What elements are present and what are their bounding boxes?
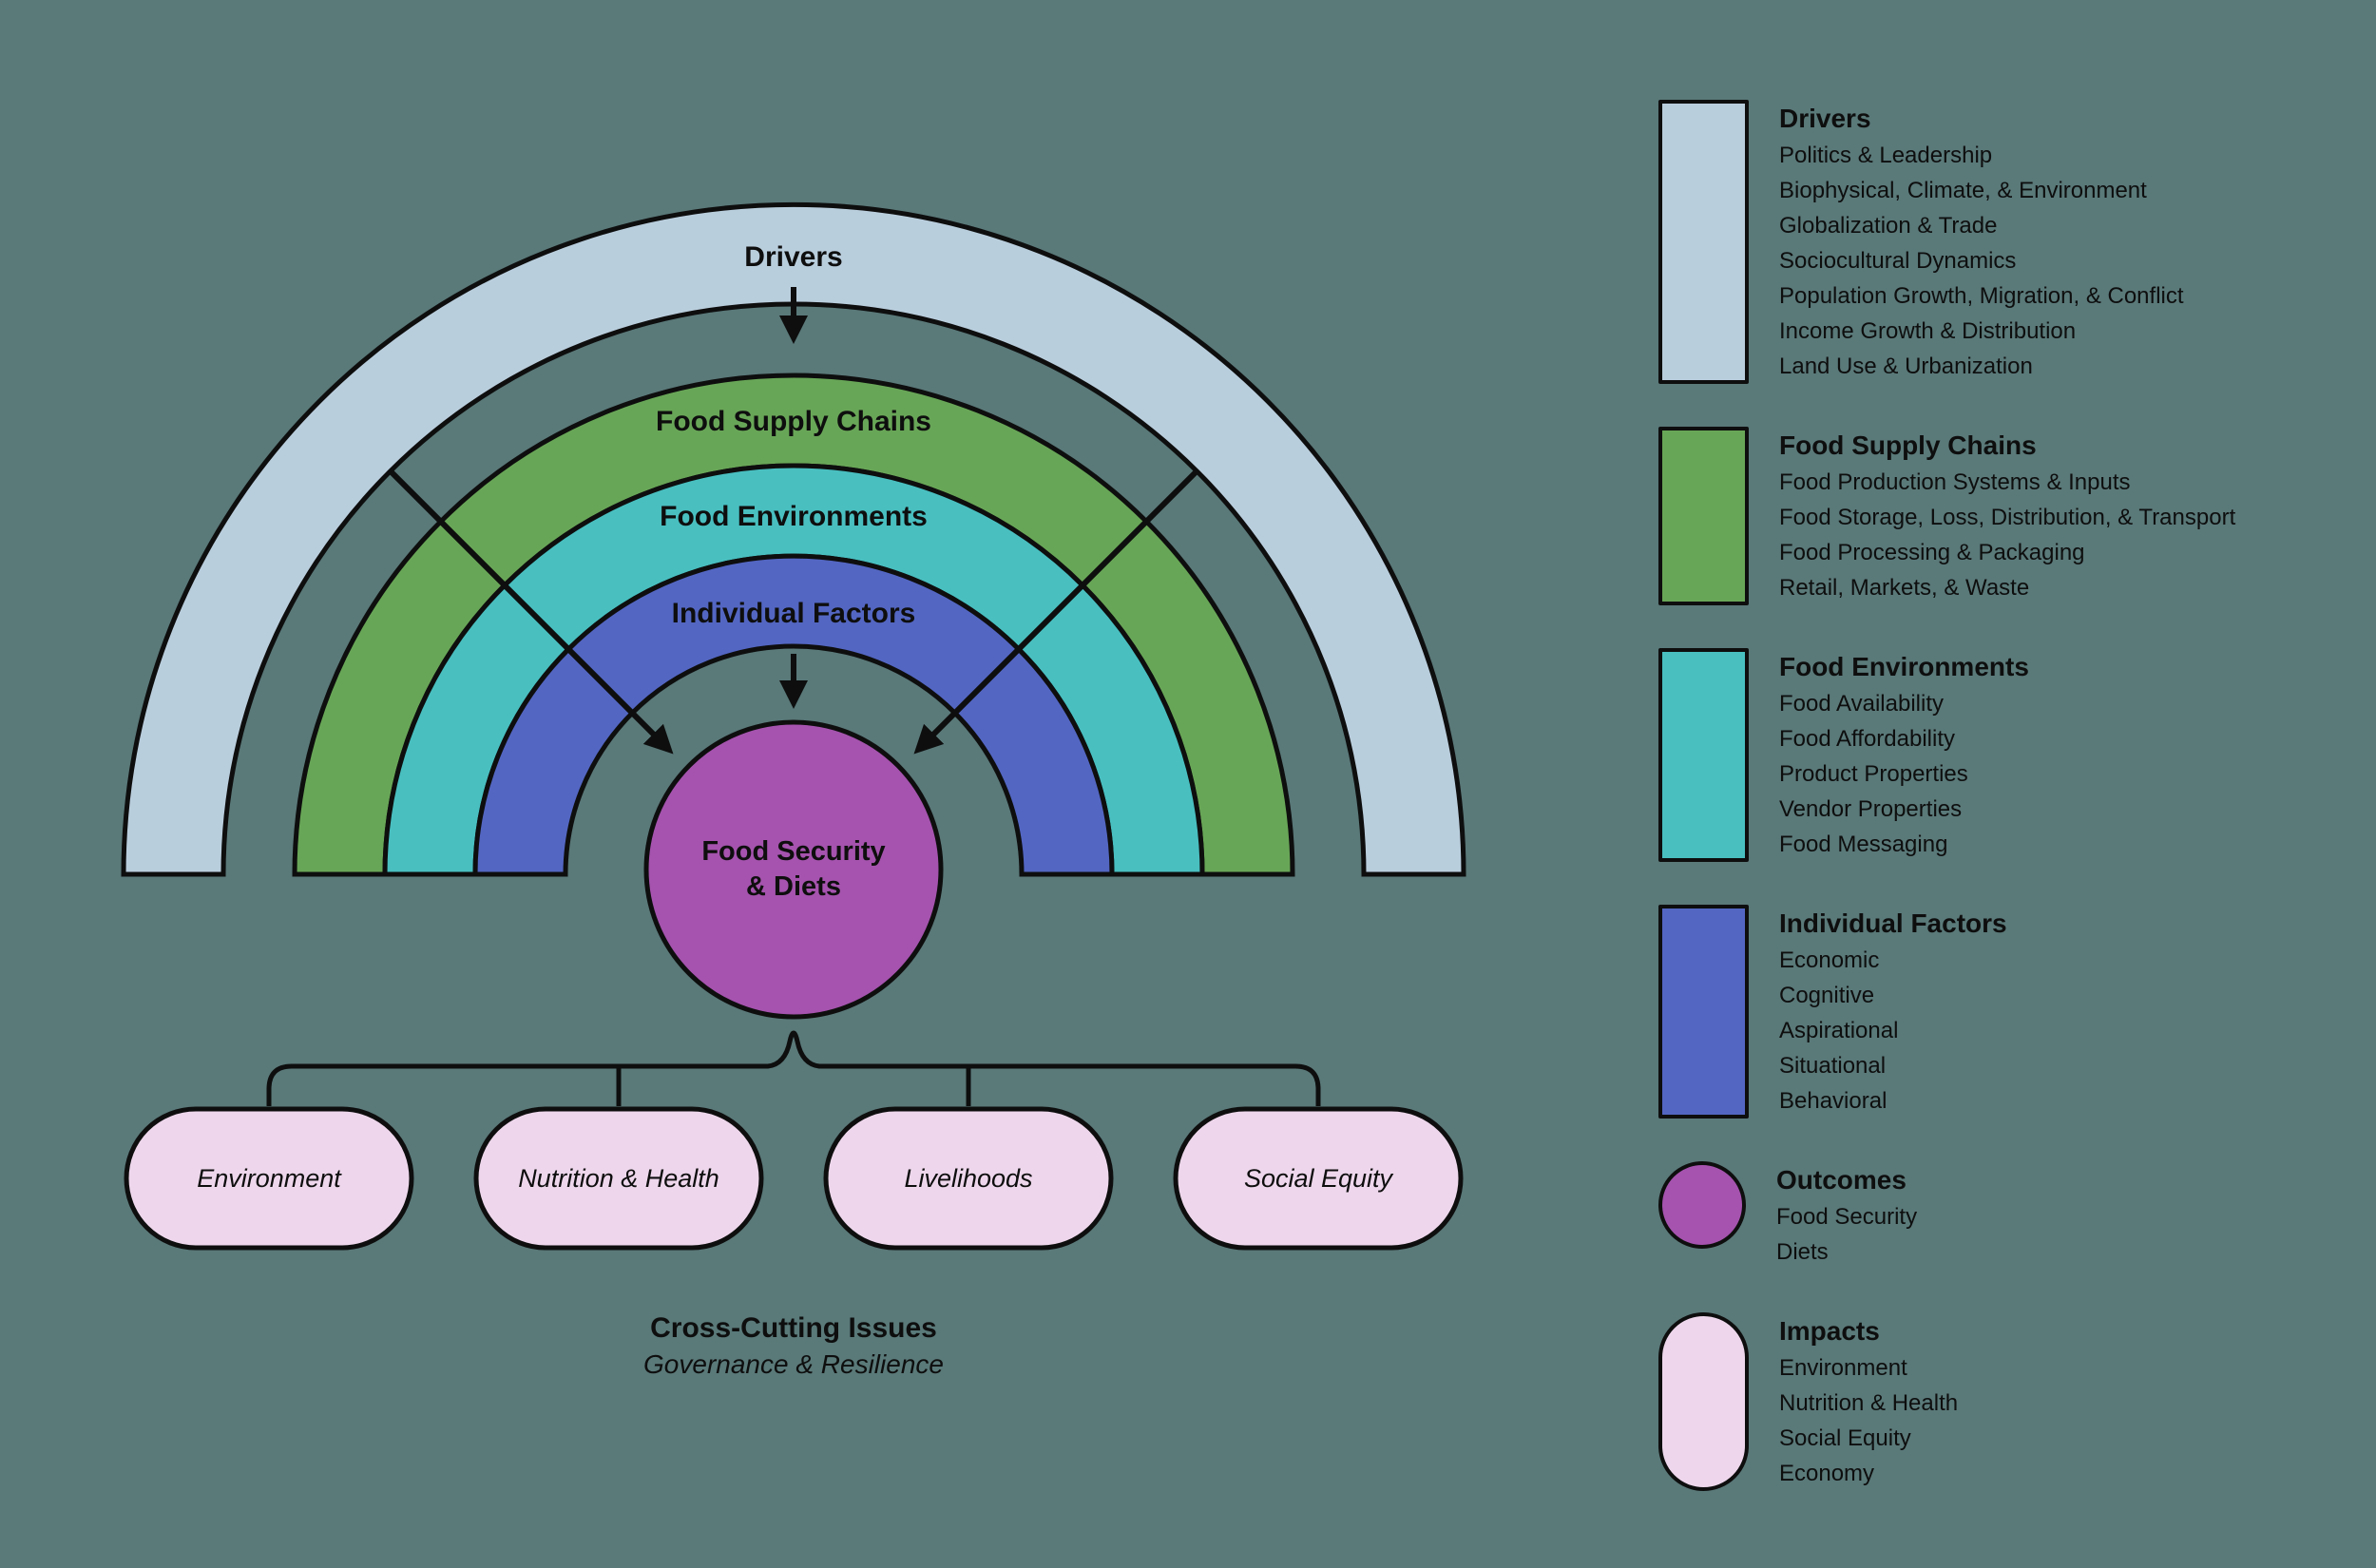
legend-item: Politics & Leadership <box>1779 143 1993 168</box>
legend-item: Income Growth & Distribution <box>1779 318 2077 344</box>
legend-item: Food Processing & Packaging <box>1779 540 2085 565</box>
drivers-legend-text: Drivers Politics & Leadership Biophysica… <box>1779 100 2184 384</box>
legend: Drivers Politics & Leadership Biophysica… <box>1658 100 2343 1491</box>
food-environments-legend-text: Food Environments Food Availability Food… <box>1779 648 2029 862</box>
impacts-connector <box>266 1030 1321 1106</box>
impact-pill-livelihoods-label: Livelihoods <box>904 1164 1032 1193</box>
legend-item: Diets <box>1776 1239 1829 1265</box>
food-security-diets-label-line2: & Diets <box>746 871 841 902</box>
food-security-diets-circle <box>643 719 944 1020</box>
governance-resilience-subtitle: Governance & Resilience <box>643 1349 944 1379</box>
legend-item: Product Properties <box>1779 761 1968 787</box>
legend-item: Economic <box>1779 947 1880 973</box>
food-security-diets-label-line1: Food Security <box>701 836 885 867</box>
legend-item: Food Storage, Loss, Distribution, & Tran… <box>1779 505 2236 530</box>
impact-pill-nutrition-health-label: Nutrition & Health <box>518 1164 719 1193</box>
legend-section-food-supply-chains: Food Supply Chains Food Production Syste… <box>1658 427 2343 605</box>
outcomes-legend-text: Outcomes Food Security Diets <box>1776 1161 1917 1270</box>
outcomes-swatch <box>1658 1161 1746 1249</box>
legend-title: Drivers <box>1779 104 1871 133</box>
individual-factors-arc <box>472 553 1115 877</box>
cross-cutting-issues-title: Cross-Cutting Issues <box>650 1312 937 1344</box>
food-supply-chains-legend-text: Food Supply Chains Food Production Syste… <box>1779 427 2235 605</box>
impact-pill-social-equity-label: Social Equity <box>1244 1164 1394 1193</box>
legend-title: Outcomes <box>1776 1165 1907 1195</box>
legend-section-individual-factors: Individual Factors Economic Cognitive As… <box>1658 905 2343 1119</box>
individual-factors-legend-text: Individual Factors Economic Cognitive As… <box>1779 905 2007 1119</box>
legend-section-drivers: Drivers Politics & Leadership Biophysica… <box>1658 100 2343 384</box>
food-supply-chains-swatch <box>1658 427 1749 605</box>
legend-item: Cognitive <box>1779 983 1875 1008</box>
legend-item: Land Use & Urbanization <box>1779 354 2033 379</box>
legend-item: Globalization & Trade <box>1779 213 1998 239</box>
legend-title: Food Supply Chains <box>1779 430 2037 460</box>
legend-item: Economy <box>1779 1461 1875 1486</box>
legend-title: Individual Factors <box>1779 908 2007 938</box>
legend-item: Nutrition & Health <box>1779 1390 1959 1416</box>
legend-title: Impacts <box>1779 1316 1880 1346</box>
legend-item: Aspirational <box>1779 1018 1899 1043</box>
food-supply-chains-label: Food Supply Chains <box>656 406 931 437</box>
legend-section-outcomes: Outcomes Food Security Diets <box>1658 1161 2343 1270</box>
legend-title: Food Environments <box>1779 652 2029 681</box>
impact-pill-environment <box>124 1106 414 1251</box>
legend-item: Food Production Systems & Inputs <box>1779 469 2131 495</box>
impact-pill-nutrition-health <box>473 1106 764 1251</box>
food-environments-swatch <box>1658 648 1749 862</box>
impact-pill-social-equity <box>1173 1106 1464 1251</box>
individual-factors-label: Individual Factors <box>672 598 916 629</box>
legend-item: Behavioral <box>1779 1088 1887 1114</box>
legend-item: Environment <box>1779 1355 1907 1381</box>
legend-item: Food Availability <box>1779 691 1944 717</box>
legend-item: Biophysical, Climate, & Environment <box>1779 178 2147 203</box>
legend-item: Food Messaging <box>1779 832 1948 857</box>
impacts-swatch <box>1658 1312 1749 1491</box>
legend-item: Food Affordability <box>1779 726 1956 752</box>
legend-item: Social Equity <box>1779 1425 1911 1451</box>
legend-item: Retail, Markets, & Waste <box>1779 575 2030 601</box>
legend-item: Situational <box>1779 1053 1887 1079</box>
legend-section-food-environments: Food Environments Food Availability Food… <box>1658 648 2343 862</box>
legend-item: Sociocultural Dynamics <box>1779 248 2017 274</box>
legend-section-impacts: Impacts Environment Nutrition & Health S… <box>1658 1312 2343 1491</box>
left-diagonal-arrow-icon <box>388 468 674 755</box>
impacts-legend-text: Impacts Environment Nutrition & Health S… <box>1779 1312 1958 1491</box>
drivers-swatch <box>1658 100 1749 384</box>
right-diagonal-arrow-icon <box>913 468 1199 755</box>
legend-item: Vendor Properties <box>1779 796 1963 822</box>
drivers-arc <box>121 201 1466 877</box>
legend-item: Population Growth, Migration, & Conflict <box>1779 283 2184 309</box>
food-environments-label: Food Environments <box>660 501 928 532</box>
individual-factors-swatch <box>1658 905 1749 1119</box>
impact-pill-livelihoods <box>823 1106 1114 1251</box>
drivers-label: Drivers <box>744 241 842 273</box>
arch-diagram: Drivers Food Supply Chains Food Environm… <box>121 201 1466 1379</box>
impact-pill-environment-label: Environment <box>197 1164 342 1193</box>
legend-item: Food Security <box>1776 1204 1918 1230</box>
